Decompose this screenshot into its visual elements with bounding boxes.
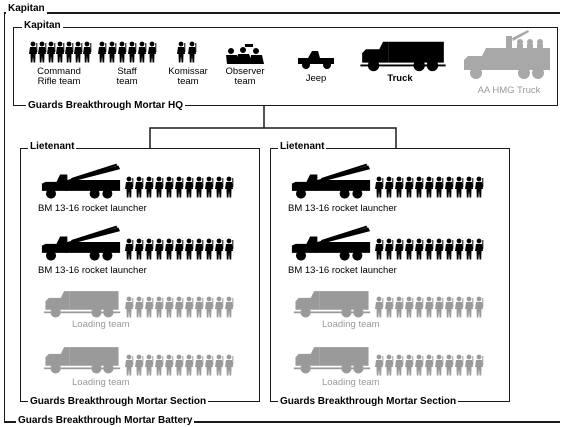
crew-icon — [375, 238, 484, 260]
hq-unit-label: Observer — [225, 66, 265, 77]
row-label: Loading team — [322, 319, 380, 330]
battery-top-line — [4, 12, 560, 14]
crew-icon — [125, 238, 234, 260]
hq-unit-label: Jeep — [305, 73, 327, 84]
hq-unit-label: Command — [37, 66, 81, 77]
crew-icon — [375, 354, 484, 376]
hq-rank: Kapitan — [22, 20, 63, 31]
battery-bottom-line — [4, 421, 560, 423]
truck-icon — [293, 347, 371, 374]
row-label: BM 13-16 rocket launcher — [288, 265, 397, 276]
section-caption: Guards Breakthrough Mortar Section — [28, 396, 209, 407]
truck-icon — [293, 291, 371, 318]
row-label: Loading team — [322, 377, 380, 388]
section-caption: Guards Breakthrough Mortar Section — [278, 396, 459, 407]
hq-unit-label: Staff — [117, 66, 137, 77]
rocket-launcher-icon — [291, 225, 371, 261]
crew-icon — [375, 296, 484, 318]
crew-icon — [125, 296, 234, 318]
truck-icon — [43, 291, 121, 318]
rocket-launcher-icon — [41, 163, 121, 199]
hq-frame — [13, 27, 558, 106]
section-rank: Lietenant — [278, 141, 327, 152]
crew-icon — [125, 176, 234, 198]
battery-frame — [4, 12, 560, 422]
section-rank: Lietenant — [28, 141, 77, 152]
truck-icon — [43, 347, 121, 374]
rocket-launcher-icon — [41, 225, 121, 261]
hq-unit-label: Rifle team — [37, 76, 81, 87]
row-label: BM 13-16 rocket launcher — [38, 265, 147, 276]
hq-caption: Guards Breakthrough Mortar HQ — [26, 100, 186, 111]
hq-unit-label: Komissar — [168, 66, 208, 77]
row-label: BM 13-16 rocket launcher — [38, 203, 147, 214]
hq-unit-label: team — [116, 76, 138, 87]
battery-rank: Kapitan — [6, 3, 47, 14]
rocket-launcher-icon — [291, 163, 371, 199]
row-label: Loading team — [72, 319, 130, 330]
battery-caption: Guards Breakthrough Mortar Battery — [16, 415, 195, 426]
hq-unit-label: Truck — [387, 73, 413, 84]
hq-unit-label: team — [177, 76, 199, 87]
row-label: BM 13-16 rocket launcher — [288, 203, 397, 214]
hq-connector — [149, 106, 397, 148]
row-label: Loading team — [72, 377, 130, 388]
hq-unit-label: team — [234, 76, 256, 87]
crew-icon — [375, 176, 484, 198]
hq-unit-label: AA HMG Truck — [477, 85, 541, 96]
crew-icon — [125, 354, 234, 376]
